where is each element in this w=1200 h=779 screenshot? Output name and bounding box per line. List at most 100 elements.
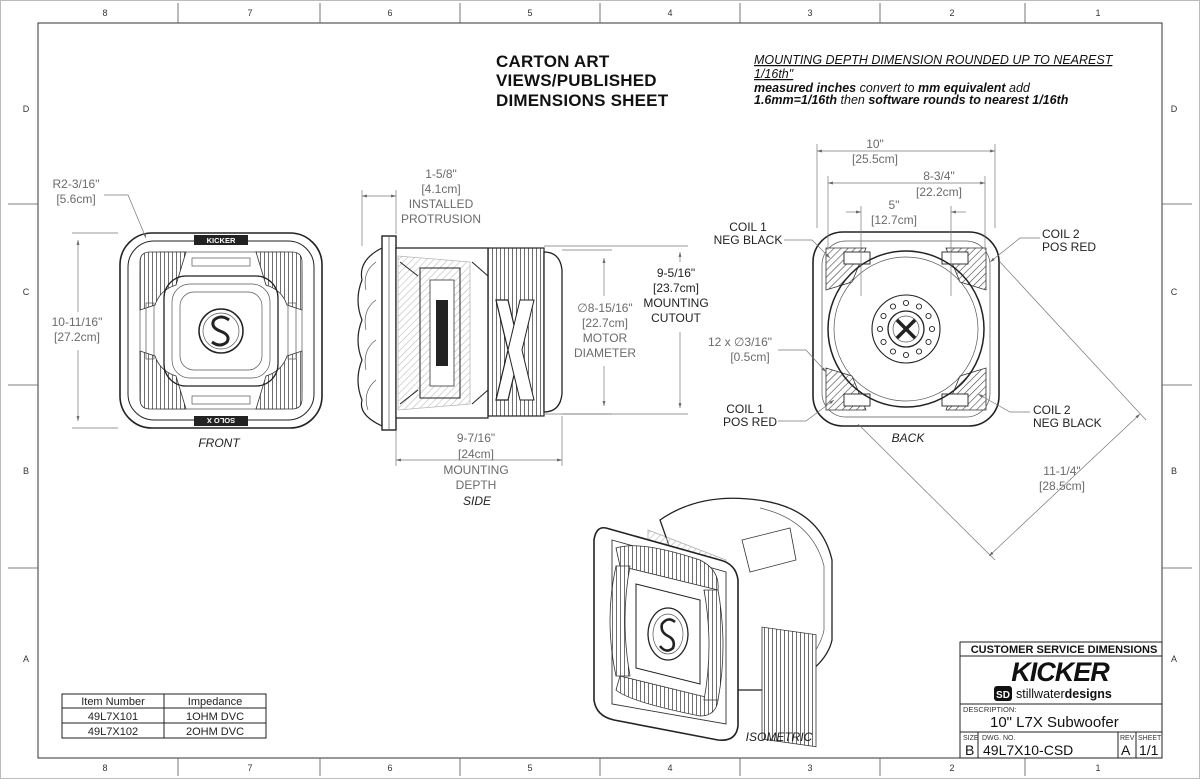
zone-row-right-C: C	[1171, 287, 1178, 297]
zone-col-bottom-5: 5	[527, 763, 532, 773]
side-depth-l1: MOUNTING	[443, 463, 508, 477]
back-diag-in: 11-1/4"	[1043, 464, 1080, 478]
zone-col-top-8: 8	[102, 8, 107, 18]
svg-text:SD: SD	[996, 690, 1010, 701]
parts-header-impedance: Impedance	[188, 696, 242, 708]
tb-description: 10" L7X Subwoofer	[990, 714, 1119, 731]
bolt-hole	[925, 312, 932, 320]
side-protrusion-mm: [4.1cm]	[421, 182, 460, 196]
parts-row-1-item: 49L7X101	[88, 711, 138, 723]
sheet-title: CARTON ART VIEWS/PUBLISHED DIMENSIONS SH…	[496, 52, 669, 110]
coil1-neg-l1: COIL 1	[729, 220, 767, 234]
zone-col-bottom-6: 6	[387, 763, 392, 773]
side-view-label: SIDE	[463, 494, 492, 508]
isometric-view: ISOMETRIC	[593, 497, 833, 748]
tb-dwg-no: 49L7X10-CSD	[983, 742, 1073, 758]
side-cutout-l2: CUTOUT	[651, 311, 701, 325]
tb-sheet: 1/1	[1139, 742, 1159, 758]
coil2-pos-l2: POS RED	[1042, 240, 1096, 254]
zone-row-right-D: D	[1171, 104, 1178, 114]
bolt-hole	[889, 303, 897, 310]
tb-desc-label: DESCRIPTION:	[963, 705, 1016, 714]
tb-size: B	[965, 742, 974, 758]
front-top-badge	[194, 235, 248, 245]
zone-col-top-1: 1	[1095, 8, 1100, 18]
zone-col-bottom-7: 7	[247, 763, 252, 773]
bolt-hole	[880, 312, 887, 320]
parts-row-2-impedance: 2OHM DVC	[186, 726, 244, 738]
front-radius-in: R2-3/16"	[53, 177, 100, 191]
back-w5-in: 5"	[889, 198, 900, 212]
side-motor-l1: MOTOR	[583, 331, 628, 345]
back-bolt-holes	[876, 299, 936, 359]
side-depth-mm: [24cm]	[458, 447, 494, 461]
front-height-in: 10-11/16"	[52, 315, 103, 329]
tb-rev-label: REV	[1120, 735, 1135, 742]
back-view: 10" [25.5cm] 8-3/4" [22.2cm] 5" [12.7cm]…	[708, 137, 1147, 561]
zone-col-top-6: 6	[387, 8, 392, 18]
side-motor-mm: [22.7cm]	[582, 316, 628, 330]
parts-row-2-item: 49L7X102	[88, 726, 138, 738]
note-line-1: MOUNTING DEPTH DIMENSION ROUNDED UP TO N…	[754, 53, 1114, 67]
side-protrusion-l2: PROTRUSION	[401, 212, 481, 226]
zone-col-bottom-1: 1	[1095, 763, 1100, 773]
front-radius-mm: [5.6cm]	[56, 192, 95, 206]
rounding-note: MOUNTING DEPTH DIMENSION ROUNDED UP TO N…	[754, 53, 1114, 107]
bolt-hole	[915, 303, 923, 310]
zone-col-top-5: 5	[527, 8, 532, 18]
zone-col-bottom-4: 4	[667, 763, 672, 773]
zone-row-left-D: D	[23, 104, 30, 114]
front-logo-cap	[198, 308, 244, 354]
tb-heading: CUSTOMER SERVICE DIMENSIONS	[971, 644, 1158, 656]
zone-col-top-3: 3	[807, 8, 812, 18]
back-view-label: BACK	[892, 431, 926, 445]
zone-row-left-A: A	[23, 654, 29, 664]
zone-col-bottom-2: 2	[949, 763, 954, 773]
coil2-neg-l1: COIL 2	[1033, 403, 1071, 417]
tb-dwg-label: DWG. NO.	[982, 735, 1015, 742]
title-block: CUSTOMER SERVICE DIMENSIONS KICKER SD st…	[959, 641, 1163, 759]
back-w10-in: 10"	[866, 137, 884, 151]
side-depth-l2: DEPTH	[456, 478, 497, 492]
front-height-mm: [27.2cm]	[54, 330, 100, 344]
parts-table: Item Number Impedance 49L7X101 1OHM DVC …	[61, 693, 267, 739]
note-line-2: 1/16th"	[754, 67, 794, 81]
bolt-hole	[880, 338, 887, 346]
zone-col-bottom-8: 8	[102, 763, 107, 773]
front-badge-bottom-text: SOLO X	[207, 416, 235, 425]
note-line-4: 1.6mm=1/16th then software rounds to nea…	[754, 93, 1069, 107]
back-w10-mm: [25.5cm]	[852, 152, 898, 166]
coil1-pos-l1: COIL 1	[726, 402, 764, 416]
side-motor-in: ∅8-15/16"	[577, 301, 632, 315]
zone-row-left-C: C	[23, 287, 30, 297]
side-motor-l2: DIAMETER	[574, 346, 636, 360]
title-line-1: CARTON ART	[496, 52, 610, 71]
tb-size-label: SIZE	[963, 735, 979, 742]
parts-header-item: Item Number	[81, 696, 145, 708]
side-protrusion-in: 1-5/8"	[425, 167, 457, 181]
back-w834-in: 8-3/4"	[923, 169, 955, 183]
note-line-3: measured inches convert to mm equivalent…	[754, 81, 1031, 95]
tb-rev: A	[1121, 742, 1131, 758]
side-cutout-l1: MOUNTING	[643, 296, 708, 310]
tb-sheet-label: SHEET	[1138, 735, 1162, 742]
zone-row-right-B: B	[1171, 466, 1177, 476]
back-w5-mm: [12.7cm]	[871, 213, 917, 227]
back-motor	[827, 250, 985, 408]
zone-col-top-2: 2	[949, 8, 954, 18]
back-holes-in: 12 x ∅3/16"	[708, 335, 772, 349]
coil1-pos-l2: POS RED	[723, 415, 777, 429]
tb-brand: KICKER	[1011, 657, 1110, 687]
bolt-hole	[902, 299, 910, 307]
side-view: 1-5/8" [4.1cm] INSTALLED PROTRUSION ∅8-1…	[357, 167, 709, 508]
back-diag-mm: [28.5cm]	[1039, 479, 1085, 493]
bolt-hole	[889, 348, 897, 355]
side-depth-in: 9-7/16"	[457, 431, 495, 445]
title-line-2: VIEWS/PUBLISHED	[496, 71, 657, 90]
zone-col-bottom-3: 3	[807, 763, 812, 773]
title-line-3: DIMENSIONS SHEET	[496, 91, 669, 110]
coil1-neg-l2: NEG BLACK	[714, 233, 783, 247]
back-frame	[812, 231, 1000, 427]
